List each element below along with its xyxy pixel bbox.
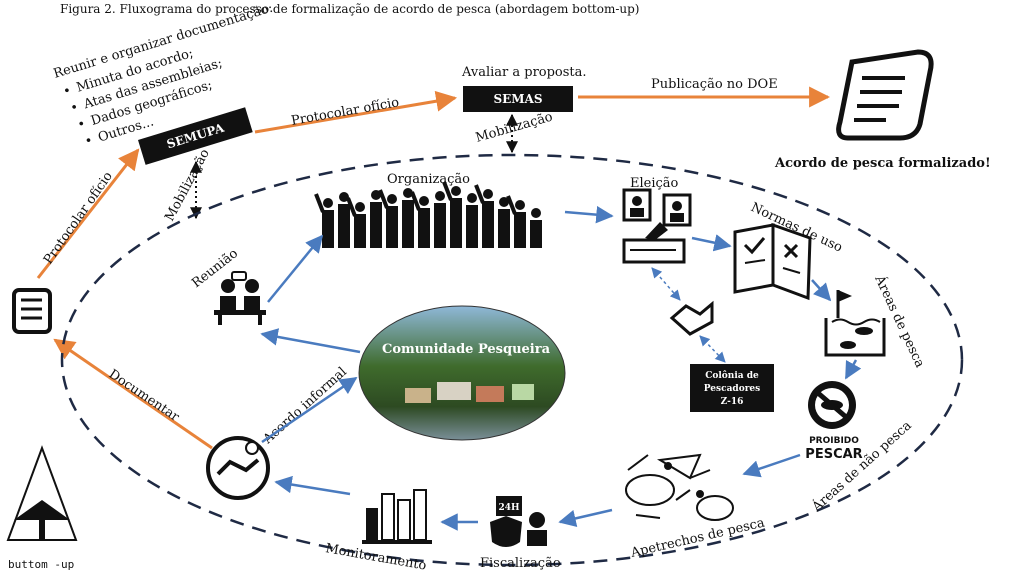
blue-flow-arrows (260, 205, 862, 531)
colonia-line-1: Colônia de (705, 370, 759, 381)
fishing-area-icon (824, 290, 886, 357)
apetrechos-label: Apetrechos de pesca (629, 515, 767, 561)
rules-book-icon (733, 222, 812, 301)
eleicao-label: Eleição (630, 176, 679, 191)
semas-box (463, 86, 573, 112)
person-body (386, 206, 398, 248)
doc-bullet: • (76, 116, 88, 133)
arrow-documentar (53, 338, 213, 450)
colonia-line-3: Z-16 (721, 397, 744, 407)
publicacao-label: Publicação no DOE (651, 77, 778, 92)
fishing-gear-icon (625, 453, 734, 521)
person-arm (410, 191, 421, 211)
colonia-box (690, 364, 774, 412)
dotted-handshake-colonia (699, 335, 726, 363)
documentar-label: Documentar (106, 367, 183, 425)
document-scroll-icon (836, 49, 934, 141)
person-head (499, 197, 509, 207)
community-photo (358, 305, 566, 441)
header-partial: Figura 2. Fluxograma do processo de form… (60, 2, 639, 16)
person-head (467, 193, 477, 203)
h24-label: 24H (498, 503, 520, 513)
mobilizacao-label-1: Mobilização (162, 147, 213, 224)
person-arm (506, 195, 517, 215)
fiscalizacao-label: Fiscalização (480, 556, 561, 571)
person-head (419, 196, 429, 206)
person-head (435, 191, 445, 201)
person-arm (346, 197, 357, 217)
proibido-label-2: PESCAR (805, 447, 862, 462)
crowd-icon (314, 181, 542, 248)
person-head (515, 200, 525, 210)
person-head (451, 186, 461, 196)
person-head (355, 202, 365, 212)
areas-nao-pesca-label: Áreas de não pesca (808, 417, 915, 515)
election-icon (622, 188, 692, 264)
person-body (514, 212, 526, 248)
dotted-eleicao-handshake (651, 267, 681, 301)
monitoramento-label: Monitoramento (324, 541, 427, 574)
person-body (530, 220, 542, 248)
doc-bullet: • (61, 83, 73, 100)
cycle-ellipse (60, 153, 964, 567)
person-head (387, 194, 397, 204)
semas-label: SEMAS (493, 92, 542, 106)
person-body (482, 201, 494, 248)
acordo-formalizado-label: Acordo de pesca formalizado! (774, 156, 991, 171)
person-head (531, 208, 541, 218)
person-body (418, 208, 430, 248)
left-document-icon (12, 288, 52, 334)
bottom-up-label: buttom -up (8, 558, 74, 571)
person-head (371, 190, 381, 200)
colonia-line-2: Pescadores (704, 384, 760, 394)
person-body (322, 210, 334, 248)
handshake-agreement-icon (206, 436, 270, 500)
person-body (434, 203, 446, 248)
surveillance-icon: 24H (490, 496, 547, 547)
doc-bullet: • (83, 133, 95, 150)
avaliar-label: Avaliar a proposta. (461, 65, 587, 80)
person-body (370, 202, 382, 248)
person-arm (378, 189, 389, 209)
person-body (354, 214, 366, 248)
comunidade-label: Comunidade Pesqueira (382, 342, 551, 357)
person-body (338, 204, 350, 248)
doc-bullet: • (69, 100, 81, 117)
person-body (466, 205, 478, 248)
person-body (450, 198, 462, 248)
proibido-label-1: PROIBIDO (809, 436, 859, 446)
protocolar-top-label: Protocolar ofício (290, 95, 400, 129)
person-body (402, 200, 414, 248)
handshake-icon (669, 300, 714, 336)
mobilizacao-label-2: Mobilização (474, 109, 555, 145)
person-head (323, 198, 333, 208)
person-arm (474, 184, 485, 204)
arrow-left-semupa (36, 148, 140, 279)
person-head (403, 188, 413, 198)
no-fishing-icon (808, 381, 856, 429)
person-arm (314, 193, 325, 213)
arrow-semupa-semas (254, 90, 458, 134)
person-body (498, 209, 510, 248)
person-head (483, 189, 493, 199)
protocolar-left-label: Protocolar ofício (41, 169, 116, 267)
monitoring-icon (362, 489, 432, 544)
organizacao-label: Organização (387, 172, 470, 187)
person-arm (442, 181, 453, 201)
bottom-up-icon (6, 445, 78, 541)
meeting-icon (214, 271, 266, 325)
